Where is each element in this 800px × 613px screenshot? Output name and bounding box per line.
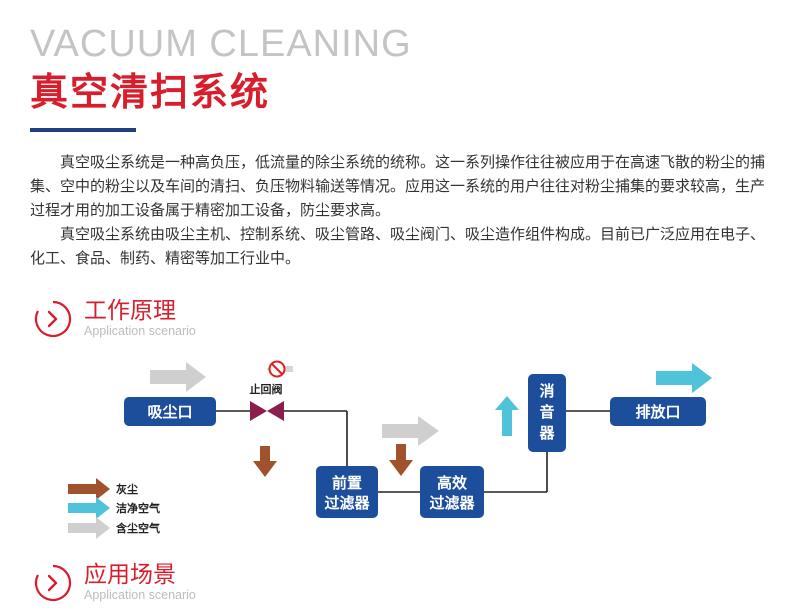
legend-item-dusty-air: 含尘空气: [68, 517, 160, 539]
english-title: VACUUM CLEANING: [30, 23, 412, 65]
section-application-title: 应用场景: [84, 562, 176, 588]
suction-port-node: 吸尘口: [124, 397, 216, 426]
exhaust-port-label: 排放口: [635, 403, 680, 421]
gray-arrow-icon: [150, 362, 206, 392]
chevron-circle-icon: [34, 564, 72, 602]
no-reverse-flow-icon: [266, 360, 293, 378]
intro-paragraph-1: 真空吸尘系统是一种高负压，低流量的除尘系统的统称。这一系列操作往往被应用于在高速…: [30, 153, 766, 219]
hepa-filter-label-line1: 高效: [437, 474, 468, 492]
hepa-filter-label-line2: 过滤器: [429, 494, 475, 512]
chinese-title: 真空清扫系统: [30, 70, 271, 114]
suction-port-label: 吸尘口: [147, 403, 192, 421]
legend-item-dust: 灰尘: [68, 478, 138, 500]
exhaust-port-box: [610, 397, 706, 426]
check-valve: 止回阀: [250, 382, 284, 421]
section-principle-subtitle: Application scenario: [84, 324, 196, 338]
cyan-arrow-icon: [656, 363, 712, 393]
cyan-bent-arrow-icon: [484, 396, 519, 436]
intro-paragraph-2: 真空吸尘系统由吸尘主机、控制系统、吸尘管路、吸尘阀门、吸尘造作组件构成。目前已广…: [30, 225, 766, 267]
legend-label-dusty-air: 含尘空气: [115, 521, 160, 535]
title-underline: [30, 128, 136, 132]
suction-port-box: [124, 397, 216, 426]
clean-air-arrows: [484, 363, 712, 436]
gray-arrow-icon: [68, 517, 110, 539]
section-application-subtitle: Application scenario: [84, 588, 196, 602]
muffler-box: [528, 374, 566, 452]
section-principle-title: 工作原理: [84, 298, 176, 324]
chevron-circle-icon: [34, 300, 72, 338]
cyan-arrow-icon: [68, 497, 110, 519]
pipes: [216, 410, 610, 493]
legend-item-clean-air: 洁净空气: [68, 497, 160, 519]
pre-filter-label-line1: 前置: [332, 474, 362, 492]
muffler-label-line2: 音: [539, 403, 554, 421]
muffler-label-line3: 器: [538, 424, 555, 442]
legend-label-clean-air: 洁净空气: [116, 501, 160, 515]
valve-label: 止回阀: [250, 382, 283, 396]
brown-arrow-icon: [68, 478, 110, 500]
muffler-node: 消 音 器: [528, 374, 566, 452]
legend-label-dust: 灰尘: [116, 482, 138, 496]
legend: 灰尘 洁净空气 含尘空气: [68, 478, 160, 539]
hepa-filter-box: [420, 466, 484, 518]
valve-right-triangle: [267, 401, 284, 421]
hepa-filter-node: 高效 过滤器: [420, 466, 484, 518]
valve-left-triangle: [250, 401, 267, 421]
dust-arrows: [253, 444, 413, 477]
pre-filter-label-line2: 过滤器: [324, 494, 370, 512]
pre-filter-box: [316, 466, 378, 518]
intro-text: 真空吸尘系统是一种高负压，低流量的除尘系统的统称。这一系列操作往往被应用于在高速…: [30, 150, 775, 270]
pre-filter-node: 前置 过滤器: [316, 466, 378, 518]
muffler-label-line1: 消: [539, 382, 554, 400]
dusty-air-arrows: [150, 362, 439, 446]
exhaust-port-node: 排放口: [610, 397, 706, 426]
gray-arrow-icon: [382, 416, 439, 446]
brown-arrow-icon: [389, 444, 413, 476]
brown-arrow-icon: [253, 446, 277, 477]
